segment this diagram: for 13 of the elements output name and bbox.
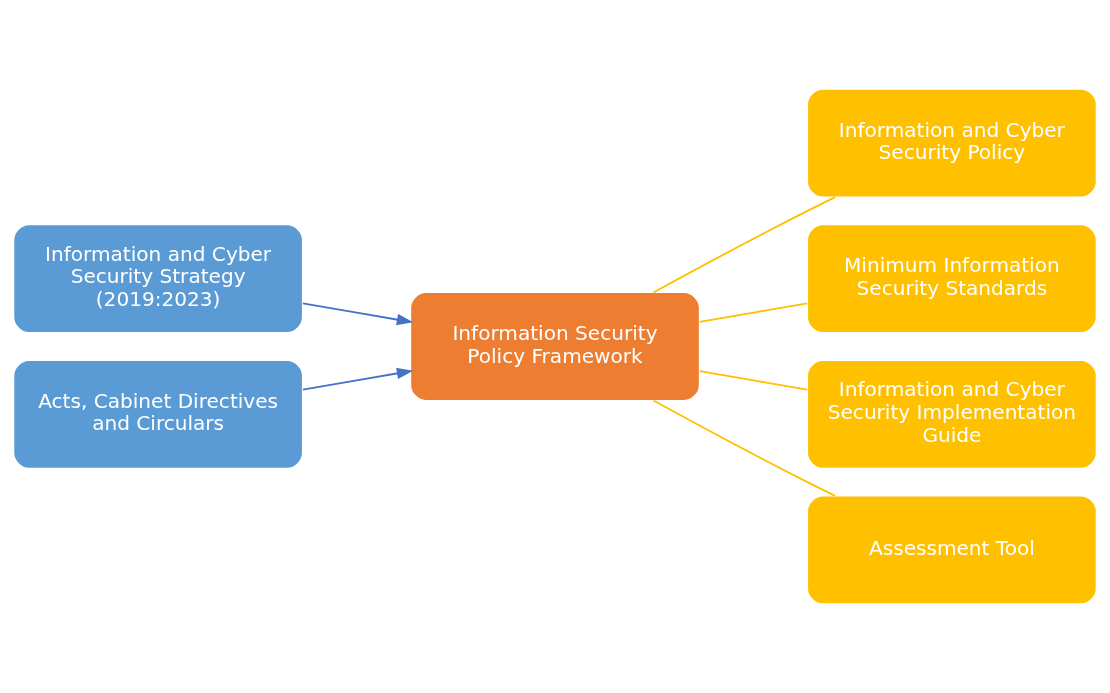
node-box: Assessment Tool [806, 495, 1097, 605]
arrow [301, 367, 414, 391]
connector [652, 196, 837, 294]
connector [698, 302, 809, 323]
node-box: Information and Cyber Security Policy [806, 88, 1097, 198]
connector [652, 399, 837, 497]
arrow [301, 302, 414, 326]
node-box: Minimum Information Security Standards [806, 224, 1097, 334]
node-box: Acts, Cabinet Directives and Circulars [13, 359, 304, 469]
connector [698, 370, 809, 391]
node-box: Information and Cyber Security Strategy (2019:2023) [13, 224, 304, 334]
node-box: Information Security Policy Framework [409, 291, 701, 402]
node-box: Information and Cyber Security Implementation Guide [806, 359, 1097, 469]
